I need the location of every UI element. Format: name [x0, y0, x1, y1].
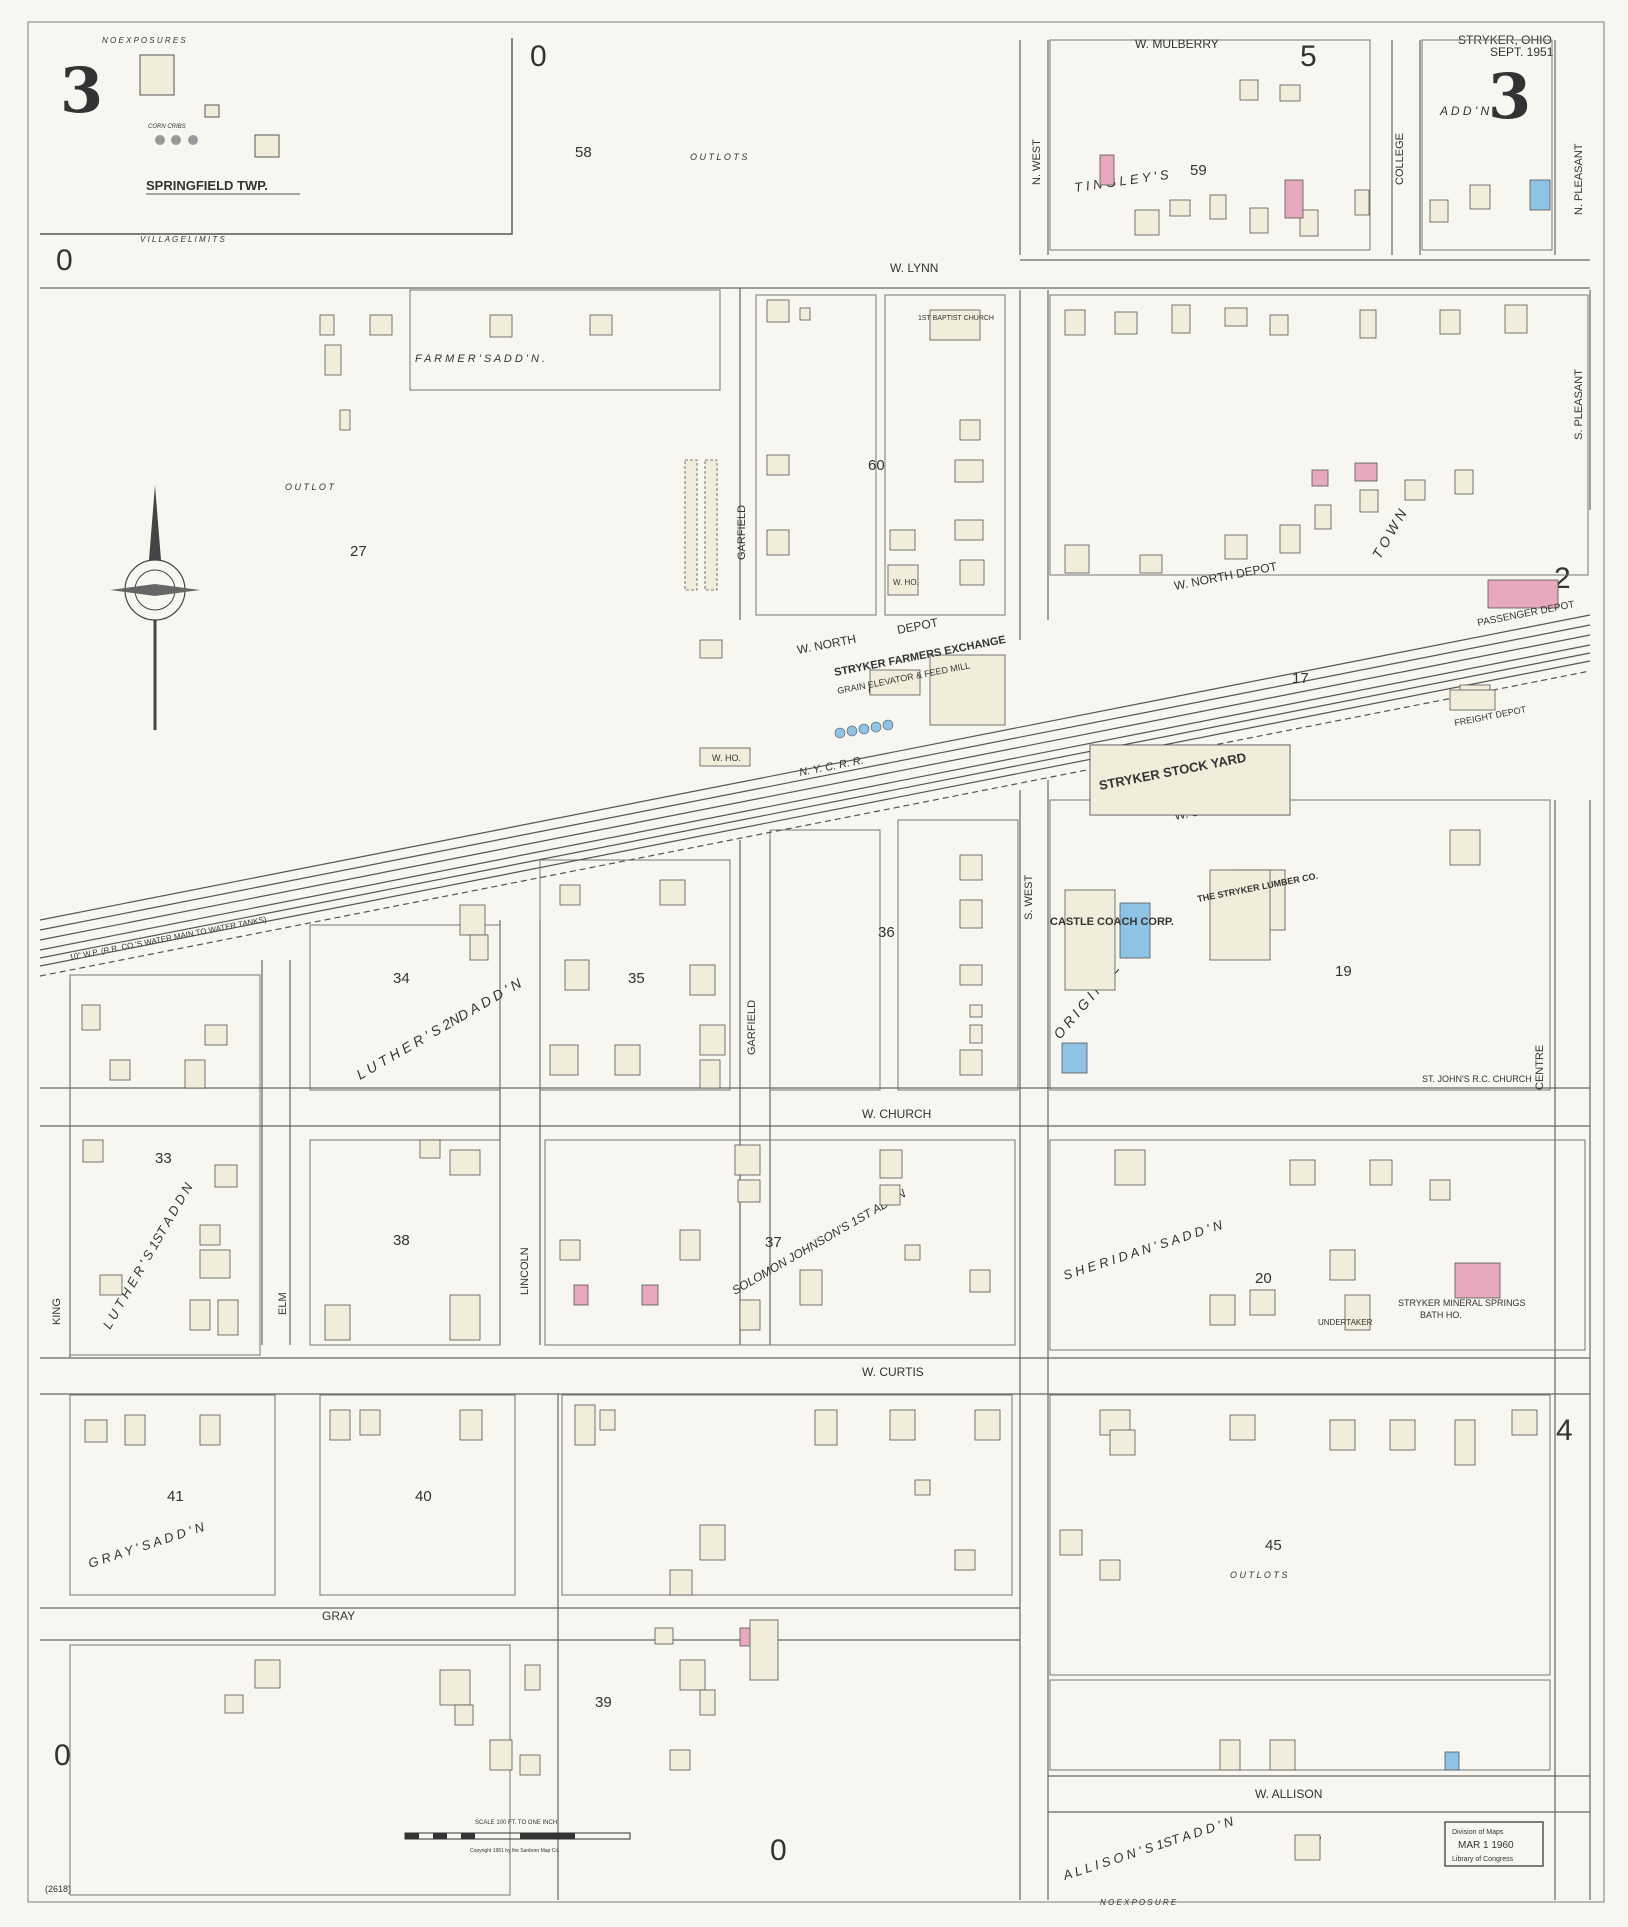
street-s-pleasant: S. PLEASANT [1573, 369, 1585, 440]
block-33: 33 [155, 1150, 172, 1167]
exposures-bottom: N O E X P O S U R E [1100, 1898, 1177, 1907]
street-grid [40, 40, 1591, 1900]
township-label: SPRINGFIELD TWP. [146, 178, 268, 193]
label-warehouse-2: W. HO. [712, 753, 741, 763]
scale-label: SCALE 100 FT. TO ONE INCH [475, 1820, 557, 1826]
corn-cribs-shed [684, 459, 698, 591]
street-n-pleasant: N. PLEASANT [1573, 143, 1585, 215]
block-outlines [69, 39, 1589, 1896]
out-lots-top: O U T L O T S [690, 152, 747, 162]
sheet-code: (2618) [45, 1884, 71, 1894]
label-bath-house: BATH HO. [1420, 1310, 1462, 1320]
adjoining-sheet-0-bottom: 0 [770, 1834, 787, 1867]
compass-rose-icon [110, 485, 200, 730]
block-36: 36 [878, 924, 895, 941]
label-mineral-springs: STRYKER MINERAL SPRINGS [1398, 1298, 1526, 1308]
street-garfield-south: GARFIELD [746, 1000, 758, 1055]
block-41: 41 [167, 1488, 184, 1505]
elevator-tanks [834, 719, 894, 739]
label-baptist-church: 1ST BAPTIST CHURCH [918, 315, 994, 322]
coach-building [1064, 889, 1116, 991]
street-w-church: W. CHURCH [862, 1107, 931, 1121]
svg-text:MAR 1 1960: MAR 1 1960 [1458, 1840, 1514, 1851]
block-39: 39 [595, 1694, 612, 1711]
warehouse-building-1 [887, 564, 919, 596]
sheet-number-left: 3 [60, 54, 103, 127]
lumber-building [1209, 869, 1271, 961]
out-lots-lower: O U T L O T S [1230, 1570, 1287, 1580]
street-lincoln: LINCOLN [519, 1247, 531, 1295]
block-27: 27 [350, 543, 367, 560]
street-gray: GRAY [322, 1609, 355, 1623]
block-19: 19 [1335, 963, 1352, 980]
map-border [27, 21, 1605, 1903]
street-w-mulberry: W. MULBERRY [1135, 37, 1219, 51]
block-17: 17 [1292, 670, 1309, 687]
street-college: COLLEGE [1394, 133, 1406, 185]
svg-text:Division of Maps: Division of Maps [1452, 1829, 1504, 1836]
label-undertaker: UNDERTAKER [1318, 1318, 1373, 1327]
corn-cribs-label: CORN CRIBS [148, 124, 186, 130]
freight-depot-building [1449, 689, 1496, 711]
block-38: 38 [393, 1232, 410, 1249]
date-label: SEPT. 1951 [1490, 45, 1554, 59]
adjoining-sheet-4: 4 [1556, 1414, 1573, 1447]
block-45: 45 [1265, 1537, 1282, 1554]
warehouse-building-2 [699, 747, 751, 767]
street-w-lynn: W. LYNN [890, 261, 938, 275]
stock-yard-building [1089, 744, 1291, 816]
exposures-top: N O E X P O S U R E S [102, 36, 186, 45]
label-castle-coach: CASTLE COACH CORP. [1050, 916, 1174, 928]
village-limits-label: V I L L A G E L I M I T S [140, 235, 225, 244]
street-n-west: N. WEST [1031, 139, 1043, 185]
block-37: 37 [765, 1234, 782, 1251]
adjoining-sheet-5: 5 [1300, 40, 1317, 73]
copyright-label: Copyright 1951 by the Sanborn Map Co. [470, 1848, 560, 1854]
svg-text:Library of Congress: Library of Congress [1452, 1856, 1514, 1863]
elevator-building [929, 654, 1006, 726]
addition-college: A D D ' N [1439, 104, 1490, 118]
adjoining-sheet-0-top: 0 [530, 40, 547, 73]
label-st-johns: ST. JOHN'S R.C. CHURCH [1422, 1074, 1532, 1084]
village-limits-line [40, 38, 513, 235]
block-59: 59 [1190, 162, 1207, 179]
buildings-concrete [1061, 179, 1551, 1771]
scale-bar [404, 1832, 631, 1840]
block-58: 58 [575, 144, 592, 161]
street-w-allison: W. ALLISON [1255, 1787, 1322, 1801]
adjoining-sheet-0-left: 0 [56, 244, 73, 277]
street-king: KING [51, 1298, 63, 1325]
sheet-number-right: 3 [1488, 60, 1531, 133]
block-numbers: 58 59 27 60 61 17 34 35 36 33 38 37 19 2… [155, 144, 1352, 1851]
block-35: 35 [628, 970, 645, 987]
addition-farmers: F A R M E R ' S A D D ' N . [415, 353, 545, 365]
railroad-tracks [39, 614, 1591, 977]
library-stamp: Division of Maps MAR 1 1960 Library of C… [1444, 1821, 1544, 1867]
adjoining-sheet-0-lower-left: 0 [54, 1739, 71, 1772]
block-34: 34 [393, 970, 410, 987]
corn-cribs-shed-2 [704, 459, 718, 591]
street-garfield-north: GARFIELD [736, 505, 748, 560]
block-20: 20 [1255, 1270, 1272, 1287]
street-centre: CENTRE [1534, 1045, 1546, 1090]
street-s-west: S. WEST [1023, 874, 1035, 920]
street-w-curtis: W. CURTIS [862, 1365, 924, 1379]
block-40: 40 [415, 1488, 432, 1505]
block-60: 60 [868, 457, 885, 474]
out-lot-label: O U T L O T [285, 482, 335, 492]
school-yard-building [749, 1619, 779, 1681]
label-warehouse-1: W. HO. [893, 578, 919, 587]
street-elm: ELM [277, 1292, 289, 1315]
